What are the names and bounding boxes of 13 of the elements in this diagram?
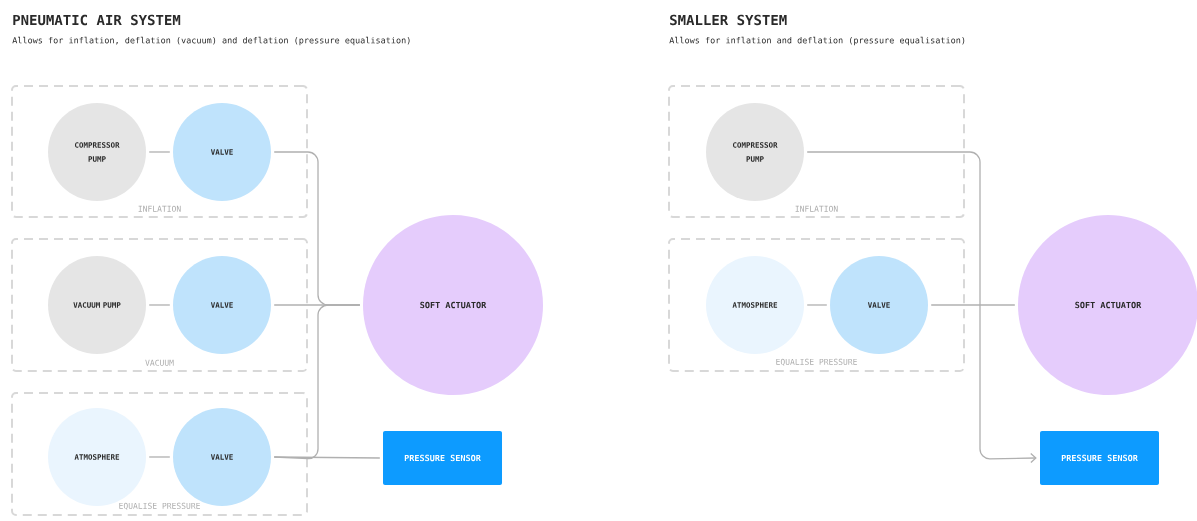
subtitle: Allows for inflation and deflation (pressure equalisation) <box>669 36 965 46</box>
sensor-box: PRESSURE SENSOR <box>383 431 502 485</box>
title: PNEUMATIC AIR SYSTEM <box>13 14 181 26</box>
connector-line <box>930 304 1016 306</box>
connector-line <box>806 304 828 306</box>
connector-line <box>273 456 381 459</box>
connector-line <box>148 151 171 153</box>
connector-line <box>806 151 1037 464</box>
subtitle: Allows for inflation, deflation (vacuum) and deflation (pressure equalisation) <box>12 36 410 46</box>
title: SMALLER SYSTEM <box>670 14 787 26</box>
connector-line <box>148 304 171 306</box>
connector-line <box>148 456 171 458</box>
sensor-box: PRESSURE SENSOR <box>1040 431 1159 485</box>
